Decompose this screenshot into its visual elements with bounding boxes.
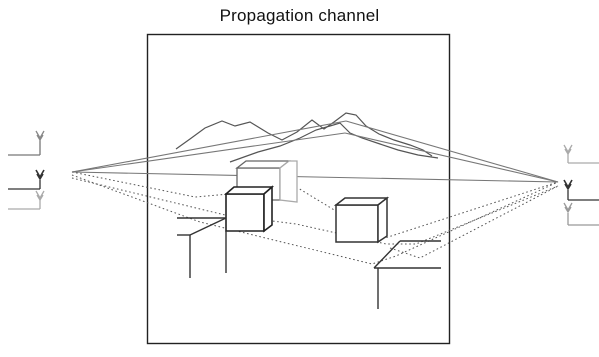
direct-rays — [71, 120, 559, 183]
antenna-icon — [563, 144, 573, 156]
building-front-side-face — [263, 185, 273, 233]
antenna-icon — [35, 190, 45, 202]
diagram-title: Propagation channel — [219, 6, 380, 25]
ray-solid-rx-mid — [344, 132, 559, 183]
ray-dotted-ground — [71, 174, 559, 265]
building-front-front-face — [225, 193, 265, 232]
tx-antenna-1 — [8, 130, 45, 156]
mountain-ridge-front — [229, 122, 439, 163]
street-right-diagonal — [373, 240, 401, 269]
ray-solid-tx-mid — [71, 132, 346, 173]
antenna-icon — [563, 202, 573, 214]
street-left — [177, 217, 227, 278]
building-right-front-face — [335, 204, 379, 243]
mountain-range — [175, 112, 439, 163]
ray-solid-rx-top — [345, 120, 559, 183]
tx-antenna-2 — [8, 169, 45, 190]
street-left-diagonal — [189, 217, 227, 236]
building-back-side-face — [279, 160, 298, 203]
building-right — [333, 196, 390, 244]
antenna-icon — [563, 179, 573, 191]
ray-dotted-building-2 — [71, 177, 559, 245]
ray-dotted-rx-branch — [389, 185, 559, 259]
mountain-ridge-back — [175, 112, 433, 157]
rx-antenna-1 — [563, 144, 599, 164]
rx-antenna-2 — [563, 179, 599, 201]
rx-antenna-array — [563, 144, 599, 226]
ray-solid-tx-top — [71, 120, 347, 173]
antenna-icon — [35, 169, 45, 181]
channel-frame — [146, 33, 451, 345]
rx-antenna-3 — [563, 202, 599, 226]
scattered-rays — [71, 171, 559, 265]
ray-dotted-building-1 — [71, 171, 559, 240]
tx-antenna-array — [8, 130, 45, 210]
antenna-icon — [35, 130, 45, 142]
building-front — [223, 185, 275, 233]
street-right — [373, 240, 441, 309]
building-right-side-face — [377, 196, 388, 244]
tx-antenna-3 — [8, 190, 45, 210]
ray-solid-los — [71, 171, 559, 183]
